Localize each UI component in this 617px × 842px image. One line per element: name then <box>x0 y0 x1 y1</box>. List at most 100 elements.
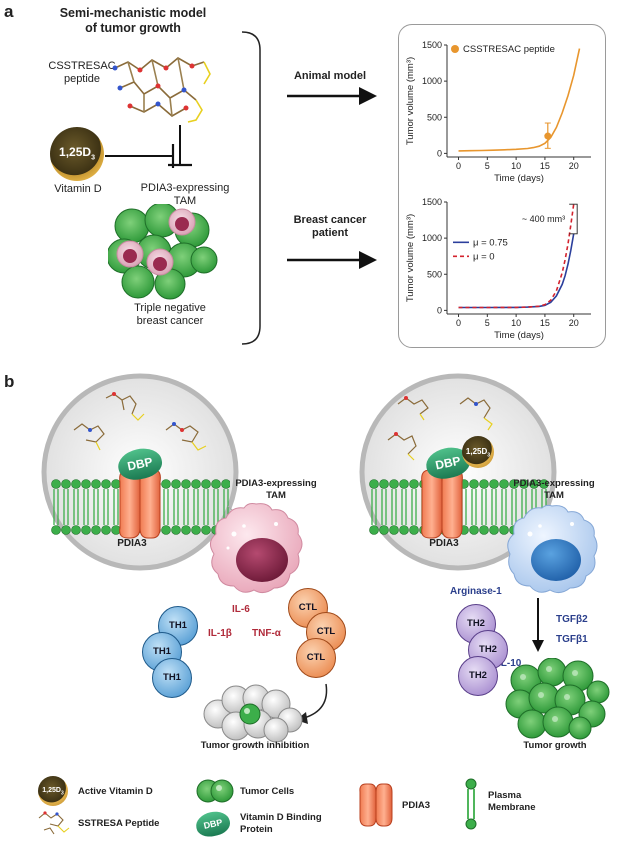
legend-membrane-line1: Plasma <box>488 790 522 801</box>
legend-vitamin-d-icon: 1,25D3 <box>38 776 68 806</box>
membrane-head <box>201 525 211 535</box>
model-bracket <box>241 31 261 345</box>
membrane-head <box>409 525 419 535</box>
growing-tumor-icon <box>505 658 610 740</box>
vitamin-d-badge-sub: 3 <box>91 154 95 162</box>
membrane-head <box>101 525 111 535</box>
legend-label: μ = 0.75 <box>473 237 508 248</box>
arrow-label-animal: Animal model <box>293 70 367 82</box>
legend-label: CSSTRESAC peptide <box>463 44 555 55</box>
y-tick-label: 1000 <box>422 76 442 86</box>
membrane-head <box>479 525 489 535</box>
pdia3-right-label: PDIA3 <box>429 538 459 549</box>
membrane-head <box>81 525 91 535</box>
peptide-label-line2: peptide <box>63 73 101 85</box>
cytokine-il6: IL-6 <box>232 604 250 615</box>
series-line <box>458 48 581 152</box>
tam-label-right-line2: TAM <box>544 490 564 501</box>
y-axis-label: Tumor volume (mm³) <box>405 57 416 145</box>
cytokine-il1b: IL-1β <box>208 628 232 639</box>
membrane-head <box>161 479 171 489</box>
x-axis-label: Time (days) <box>494 173 544 184</box>
membrane-head <box>161 525 171 535</box>
tam-label-left: PDIA3-expressing TAM <box>226 478 326 502</box>
legend-membrane-line2: Membrane <box>488 802 536 813</box>
membrane-head <box>409 479 419 489</box>
membrane-head <box>379 479 389 489</box>
legend-dbp-icon: DBP <box>193 808 233 840</box>
peptides-right-icon <box>387 396 493 461</box>
x-axis-label: Time (days) <box>494 330 544 341</box>
x-tick-label: 5 <box>485 161 490 171</box>
membrane-head <box>369 479 379 489</box>
y-tick-label: 1500 <box>422 197 442 207</box>
tnbc-label: Triple negative breast cancer <box>120 302 220 328</box>
membrane-head <box>379 525 389 535</box>
vitamin-d-bound-sub: 3 <box>487 452 491 459</box>
panel-a-letter: a <box>4 2 14 21</box>
tam-label-a-line1: PDIA3-expressing <box>140 182 230 194</box>
membrane-head <box>91 479 101 489</box>
tam-label-right-line1: PDIA3-expressing <box>513 478 595 489</box>
x-tick-label: 20 <box>569 161 579 171</box>
legend-peptide: SSTRESA Peptide <box>78 818 160 829</box>
membrane-head <box>81 479 91 489</box>
pdia3-left-label: PDIA3 <box>117 538 147 549</box>
y-axis-label: Tumor volume (mm³) <box>405 214 416 302</box>
membrane-head <box>399 479 409 489</box>
y-tick-label: 500 <box>427 112 442 122</box>
tam-label-right: PDIA3-expressing TAM <box>504 478 604 502</box>
arginase-label: Arginase-1 <box>450 586 502 597</box>
membrane-head <box>201 479 211 489</box>
membrane-head <box>389 479 399 489</box>
legend-tumor-cells: Tumor Cells <box>240 786 295 797</box>
legend-dbp-line1: Vitamin D Binding <box>240 812 322 823</box>
membrane-head <box>389 525 399 535</box>
membrane-head <box>51 479 61 489</box>
legend-marker <box>451 45 459 53</box>
legend-membrane-icon <box>465 778 477 830</box>
membrane-head <box>499 479 509 489</box>
inhibition-arrows <box>105 125 192 168</box>
membrane-head <box>61 525 71 535</box>
vitamin-d-bound-icon: 1,25D3 <box>462 436 494 468</box>
membrane-head <box>171 525 181 535</box>
x-tick-label: 5 <box>485 318 490 328</box>
pink-tam-icon <box>210 503 303 594</box>
annotation-bracket <box>569 203 578 235</box>
legend-vitamin-d-text: 1,25D <box>42 787 61 794</box>
tam-label-a: PDIA3-expressing TAM <box>135 182 235 208</box>
th1-cells: TH1 TH1 TH1 <box>142 606 202 756</box>
arrow-label-patient-line1: Breast cancer <box>293 214 367 226</box>
membrane-head <box>181 479 191 489</box>
y-tick-label: 0 <box>437 148 442 158</box>
y-tick-label: 1000 <box>422 233 442 243</box>
th2-cell-3: TH2 <box>458 656 498 696</box>
membrane-head <box>71 525 81 535</box>
il10-label: IL-10 <box>498 658 522 669</box>
membrane-head <box>489 479 499 489</box>
x-tick-label: 0 <box>456 161 461 171</box>
peptide-label-line1: CSSTRESAC <box>48 60 116 72</box>
membrane-head <box>211 479 221 489</box>
pdia3-right-icon <box>421 469 463 539</box>
ctl-cells: CTL CTL CTL <box>282 588 352 738</box>
legend-pdia3-icon <box>359 783 393 827</box>
tam-label-left-line1: PDIA3-expressing <box>235 478 317 489</box>
plot-panel <box>398 24 606 348</box>
tumor-cluster-icon <box>108 204 218 300</box>
annotation-label: ~ 400 mm³ <box>522 214 565 224</box>
x-tick-label: 15 <box>540 318 550 328</box>
model-arrows <box>287 87 377 269</box>
tnbc-label-line1: Triple negative <box>134 302 206 314</box>
legend-dbp: Vitamin D Binding Protein <box>240 812 322 836</box>
data-point <box>544 132 552 140</box>
membrane-head <box>369 525 379 535</box>
membrane-head <box>499 525 509 535</box>
vitamin-d-label: Vitamin D <box>54 183 102 195</box>
arrow-label-patient: Breast cancer patient <box>290 214 370 240</box>
th2-cells: TH2 TH2 TH2 <box>452 604 512 754</box>
x-tick-label: 10 <box>511 318 521 328</box>
membrane-head <box>469 479 479 489</box>
membrane-head <box>509 479 519 489</box>
